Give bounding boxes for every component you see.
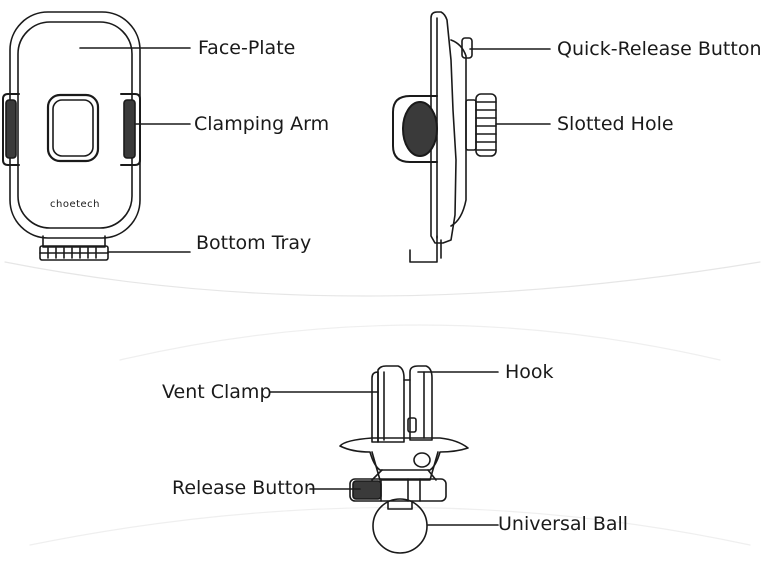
vent-clamp-wings xyxy=(339,437,469,471)
vent-clamp-prong-left xyxy=(377,365,405,443)
label-release-button: Release Button xyxy=(172,477,316,499)
phone-holder-front-view xyxy=(2,11,141,261)
label-vent-clamp: Vent Clamp xyxy=(162,381,272,403)
face-plate-inner xyxy=(17,21,133,229)
slotted-knob xyxy=(465,93,497,157)
bottom-tray xyxy=(39,235,109,261)
side-back-plate xyxy=(430,11,457,244)
release-button-shape xyxy=(349,478,447,502)
label-clamping-arm: Clamping Arm xyxy=(194,113,330,135)
vent-clamp-assembly xyxy=(339,365,469,554)
label-bottom-tray: Bottom Tray xyxy=(196,232,312,254)
center-pad xyxy=(46,93,100,163)
label-face-plate: Face-Plate xyxy=(198,37,296,59)
label-slotted-hole: Slotted Hole xyxy=(557,113,674,135)
label-universal-ball: Universal Ball xyxy=(498,513,629,535)
side-hook xyxy=(409,235,438,263)
brand-logo: choetech xyxy=(50,199,100,210)
side-clamp-arm xyxy=(392,95,438,163)
label-quick-release-button: Quick-Release Button xyxy=(557,38,762,60)
phone-holder-side-view xyxy=(392,11,497,263)
quick-release-button-shape xyxy=(461,37,473,59)
universal-ball-shape xyxy=(372,498,428,554)
vent-clamp-prong-right xyxy=(409,365,433,441)
right-clamping-arm xyxy=(120,93,141,166)
label-hook: Hook xyxy=(505,361,554,383)
left-clamping-arm xyxy=(2,93,20,166)
